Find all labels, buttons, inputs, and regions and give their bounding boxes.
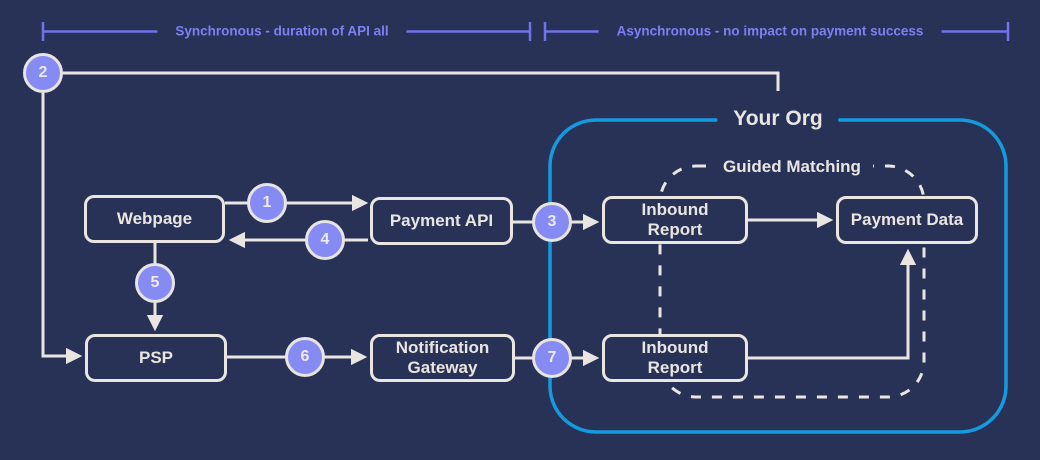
- node-payment-data: Payment Data: [836, 196, 978, 244]
- node-inbound-report-bottom: Inbound Report: [602, 334, 748, 382]
- node-notification-gateway-label: Notification Gateway: [395, 338, 490, 377]
- node-psp-label: PSP: [138, 348, 174, 367]
- node-payment-data-label: Payment Data: [850, 210, 964, 229]
- node-webpage-label: Webpage: [116, 209, 193, 228]
- connector-inbound-report-to-payment-data-up: [748, 248, 917, 360]
- node-inbound-report-top-label: Inbound Report: [641, 200, 709, 239]
- connector-step2-to-psp: [41, 93, 83, 365]
- async-bracket-label: Asynchronous - no impact on payment succ…: [598, 21, 942, 41]
- step-badge-7: 7: [532, 338, 572, 378]
- sync-bracket-label: Synchronous - duration of API all: [157, 21, 407, 41]
- node-payment-api: Payment API: [370, 197, 513, 245]
- node-payment-api-label: Payment API: [389, 211, 494, 230]
- connector-step2-to-your-org: [63, 71, 780, 91]
- step-badge-6: 6: [285, 337, 325, 377]
- step-badge-3: 3: [532, 202, 572, 242]
- step-badge-5: 5: [135, 263, 175, 303]
- node-psp: PSP: [85, 334, 227, 382]
- guided-matching-label: Guided Matching: [711, 155, 873, 179]
- step-badge-1: 1: [247, 183, 287, 223]
- node-inbound-report-bottom-label: Inbound Report: [641, 338, 709, 377]
- node-notification-gateway: Notification Gateway: [370, 334, 515, 382]
- your-org-label: Your Org: [717, 105, 839, 133]
- step-badge-2: 2: [23, 53, 63, 93]
- node-webpage: Webpage: [84, 195, 225, 243]
- step-badge-4: 4: [305, 220, 345, 260]
- node-inbound-report-top: Inbound Report: [602, 196, 748, 244]
